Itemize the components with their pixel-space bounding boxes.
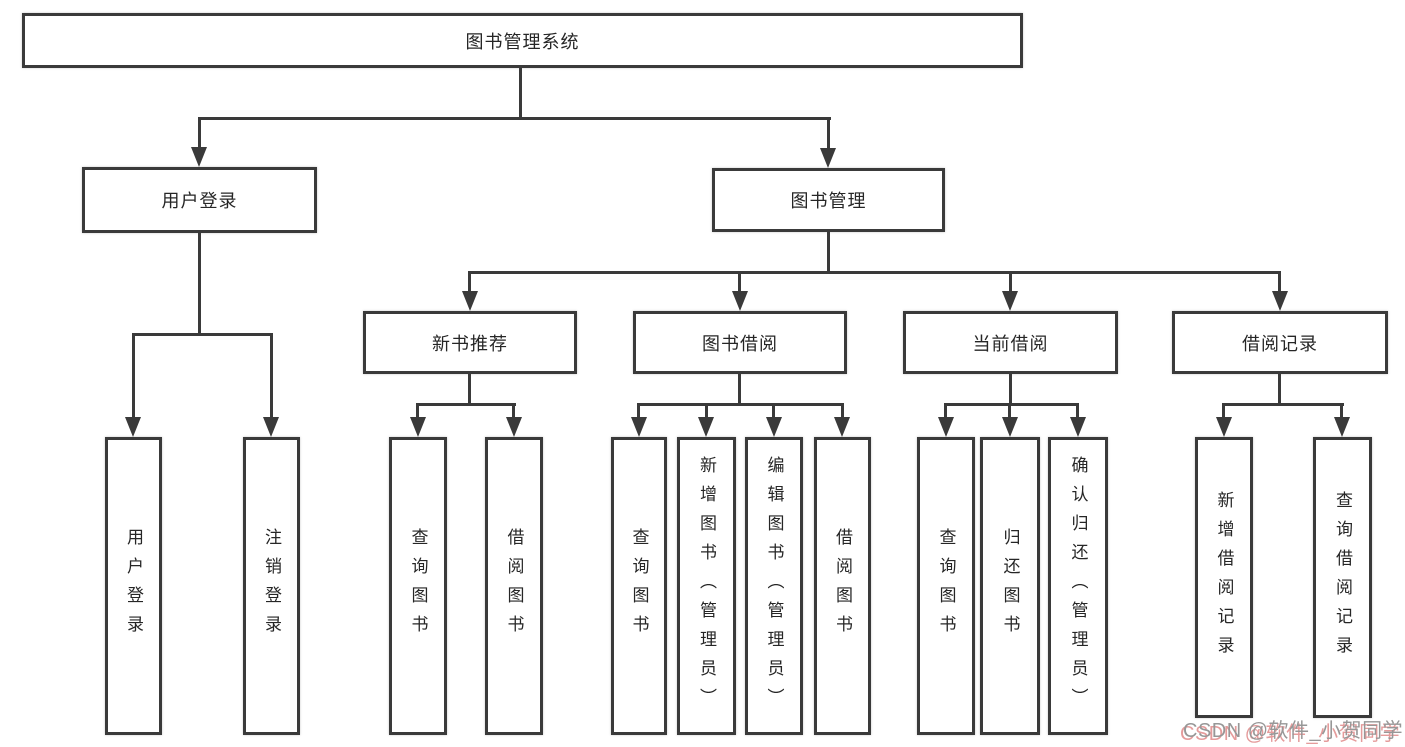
arrow-down-icon	[1272, 291, 1288, 311]
arrow-down-icon	[766, 417, 782, 437]
connector-line	[132, 333, 135, 418]
connector-line	[132, 333, 273, 336]
connector-line	[468, 271, 1281, 274]
node-label: 图书管理	[790, 191, 867, 211]
leaf-label: 编辑图书（管理员）	[764, 455, 784, 717]
connector-line	[637, 403, 640, 419]
leaf-query-book-recommend: 查询图书	[389, 437, 447, 735]
connector-line	[512, 403, 515, 419]
leaf-label: 确认归还（管理员）	[1068, 455, 1088, 717]
leaf-borrow-book: 借阅图书	[814, 437, 871, 735]
leaf-user-login: 用户登录	[105, 437, 162, 735]
connector-line	[270, 333, 273, 418]
leaf-edit-book-admin: 编辑图书（管理员）	[745, 437, 803, 735]
node-label: 当前借阅	[972, 333, 1049, 354]
arrow-down-icon	[834, 417, 850, 437]
node-user-login: 用户登录	[82, 167, 317, 233]
arrow-down-icon	[191, 147, 207, 167]
node-library-management-system: 图书管理系统	[22, 13, 1023, 68]
connector-line	[738, 271, 741, 293]
arrow-down-icon	[506, 417, 522, 437]
arrow-down-icon	[732, 291, 748, 311]
connector-line	[637, 403, 844, 406]
connector-line	[198, 117, 201, 149]
leaf-label: 查询借阅记录	[1333, 490, 1352, 665]
arrow-down-icon	[1334, 417, 1350, 437]
connector-line	[417, 403, 516, 406]
connector-line	[772, 403, 775, 419]
arrow-down-icon	[1216, 417, 1232, 437]
arrow-down-icon	[125, 417, 141, 437]
connector-line	[1009, 271, 1012, 293]
leaf-label: 注销登录	[262, 528, 281, 644]
arrow-down-icon	[938, 417, 954, 437]
arrow-down-icon	[1070, 417, 1086, 437]
leaf-logout: 注销登录	[243, 437, 300, 735]
connector-line	[1340, 403, 1343, 419]
leaf-label: 借阅图书	[504, 528, 524, 644]
connector-line	[198, 233, 201, 336]
leaf-label: 归还图书	[1000, 528, 1020, 644]
connector-line	[945, 403, 1079, 406]
connector-line	[1076, 403, 1079, 419]
node-label: 图书管理系统	[465, 31, 580, 52]
node-label: 用户登录	[161, 191, 238, 211]
connector-line	[827, 117, 830, 150]
leaf-label: 用户登录	[124, 528, 143, 644]
node-borrow-record: 借阅记录	[1172, 311, 1388, 374]
arrow-down-icon	[698, 417, 714, 437]
arrow-down-icon	[1002, 291, 1018, 311]
leaf-label: 查询图书	[408, 528, 428, 644]
arrow-down-icon	[820, 148, 836, 168]
leaf-label: 借阅图书	[833, 528, 852, 644]
leaf-label: 查询图书	[936, 528, 956, 644]
arrow-down-icon	[631, 417, 647, 437]
connector-line	[416, 403, 419, 419]
connector-line	[198, 117, 831, 120]
connector-line	[738, 374, 741, 406]
leaf-add-book-admin: 新增图书（管理员）	[677, 437, 736, 735]
node-new-book-recommend: 新书推荐	[363, 311, 577, 374]
leaf-label: 新增借阅记录	[1214, 490, 1234, 665]
connector-line	[944, 403, 947, 419]
leaf-label: 查询图书	[629, 528, 649, 644]
leaf-label: 新增图书（管理员）	[697, 455, 716, 717]
connector-line	[1223, 403, 1344, 406]
connector-line	[519, 68, 522, 118]
leaf-query-book-current: 查询图书	[917, 437, 975, 735]
connector-line	[1008, 403, 1011, 419]
node-current-borrow: 当前借阅	[903, 311, 1118, 374]
connector-line	[1278, 374, 1281, 406]
leaf-query-borrow-record: 查询借阅记录	[1313, 437, 1372, 718]
leaf-return-book: 归还图书	[980, 437, 1040, 735]
leaf-confirm-return-admin: 确认归还（管理员）	[1048, 437, 1108, 735]
node-label: 图书借阅	[702, 333, 778, 354]
connector-line	[468, 374, 471, 406]
arrow-down-icon	[462, 291, 478, 311]
arrow-down-icon	[1002, 417, 1018, 437]
node-book-management: 图书管理	[712, 168, 945, 232]
arrow-down-icon	[410, 417, 426, 437]
connector-line	[705, 403, 708, 419]
connector-line	[1009, 374, 1012, 406]
node-label: 借阅记录	[1242, 333, 1318, 354]
connector-line	[1278, 271, 1281, 293]
node-book-borrow: 图书借阅	[633, 311, 847, 374]
leaf-query-book-borrow: 查询图书	[611, 437, 667, 735]
connector-line	[827, 232, 830, 274]
csdn-watermark: CSDN @软件_小贺同学	[1183, 720, 1404, 742]
connector-line	[468, 271, 471, 293]
connector-line	[841, 403, 844, 419]
connector-line	[1222, 403, 1225, 419]
leaf-add-borrow-record: 新增借阅记录	[1195, 437, 1253, 718]
node-label: 新书推荐	[432, 333, 508, 354]
arrow-down-icon	[263, 417, 279, 437]
leaf-borrow-book-recommend: 借阅图书	[485, 437, 543, 735]
